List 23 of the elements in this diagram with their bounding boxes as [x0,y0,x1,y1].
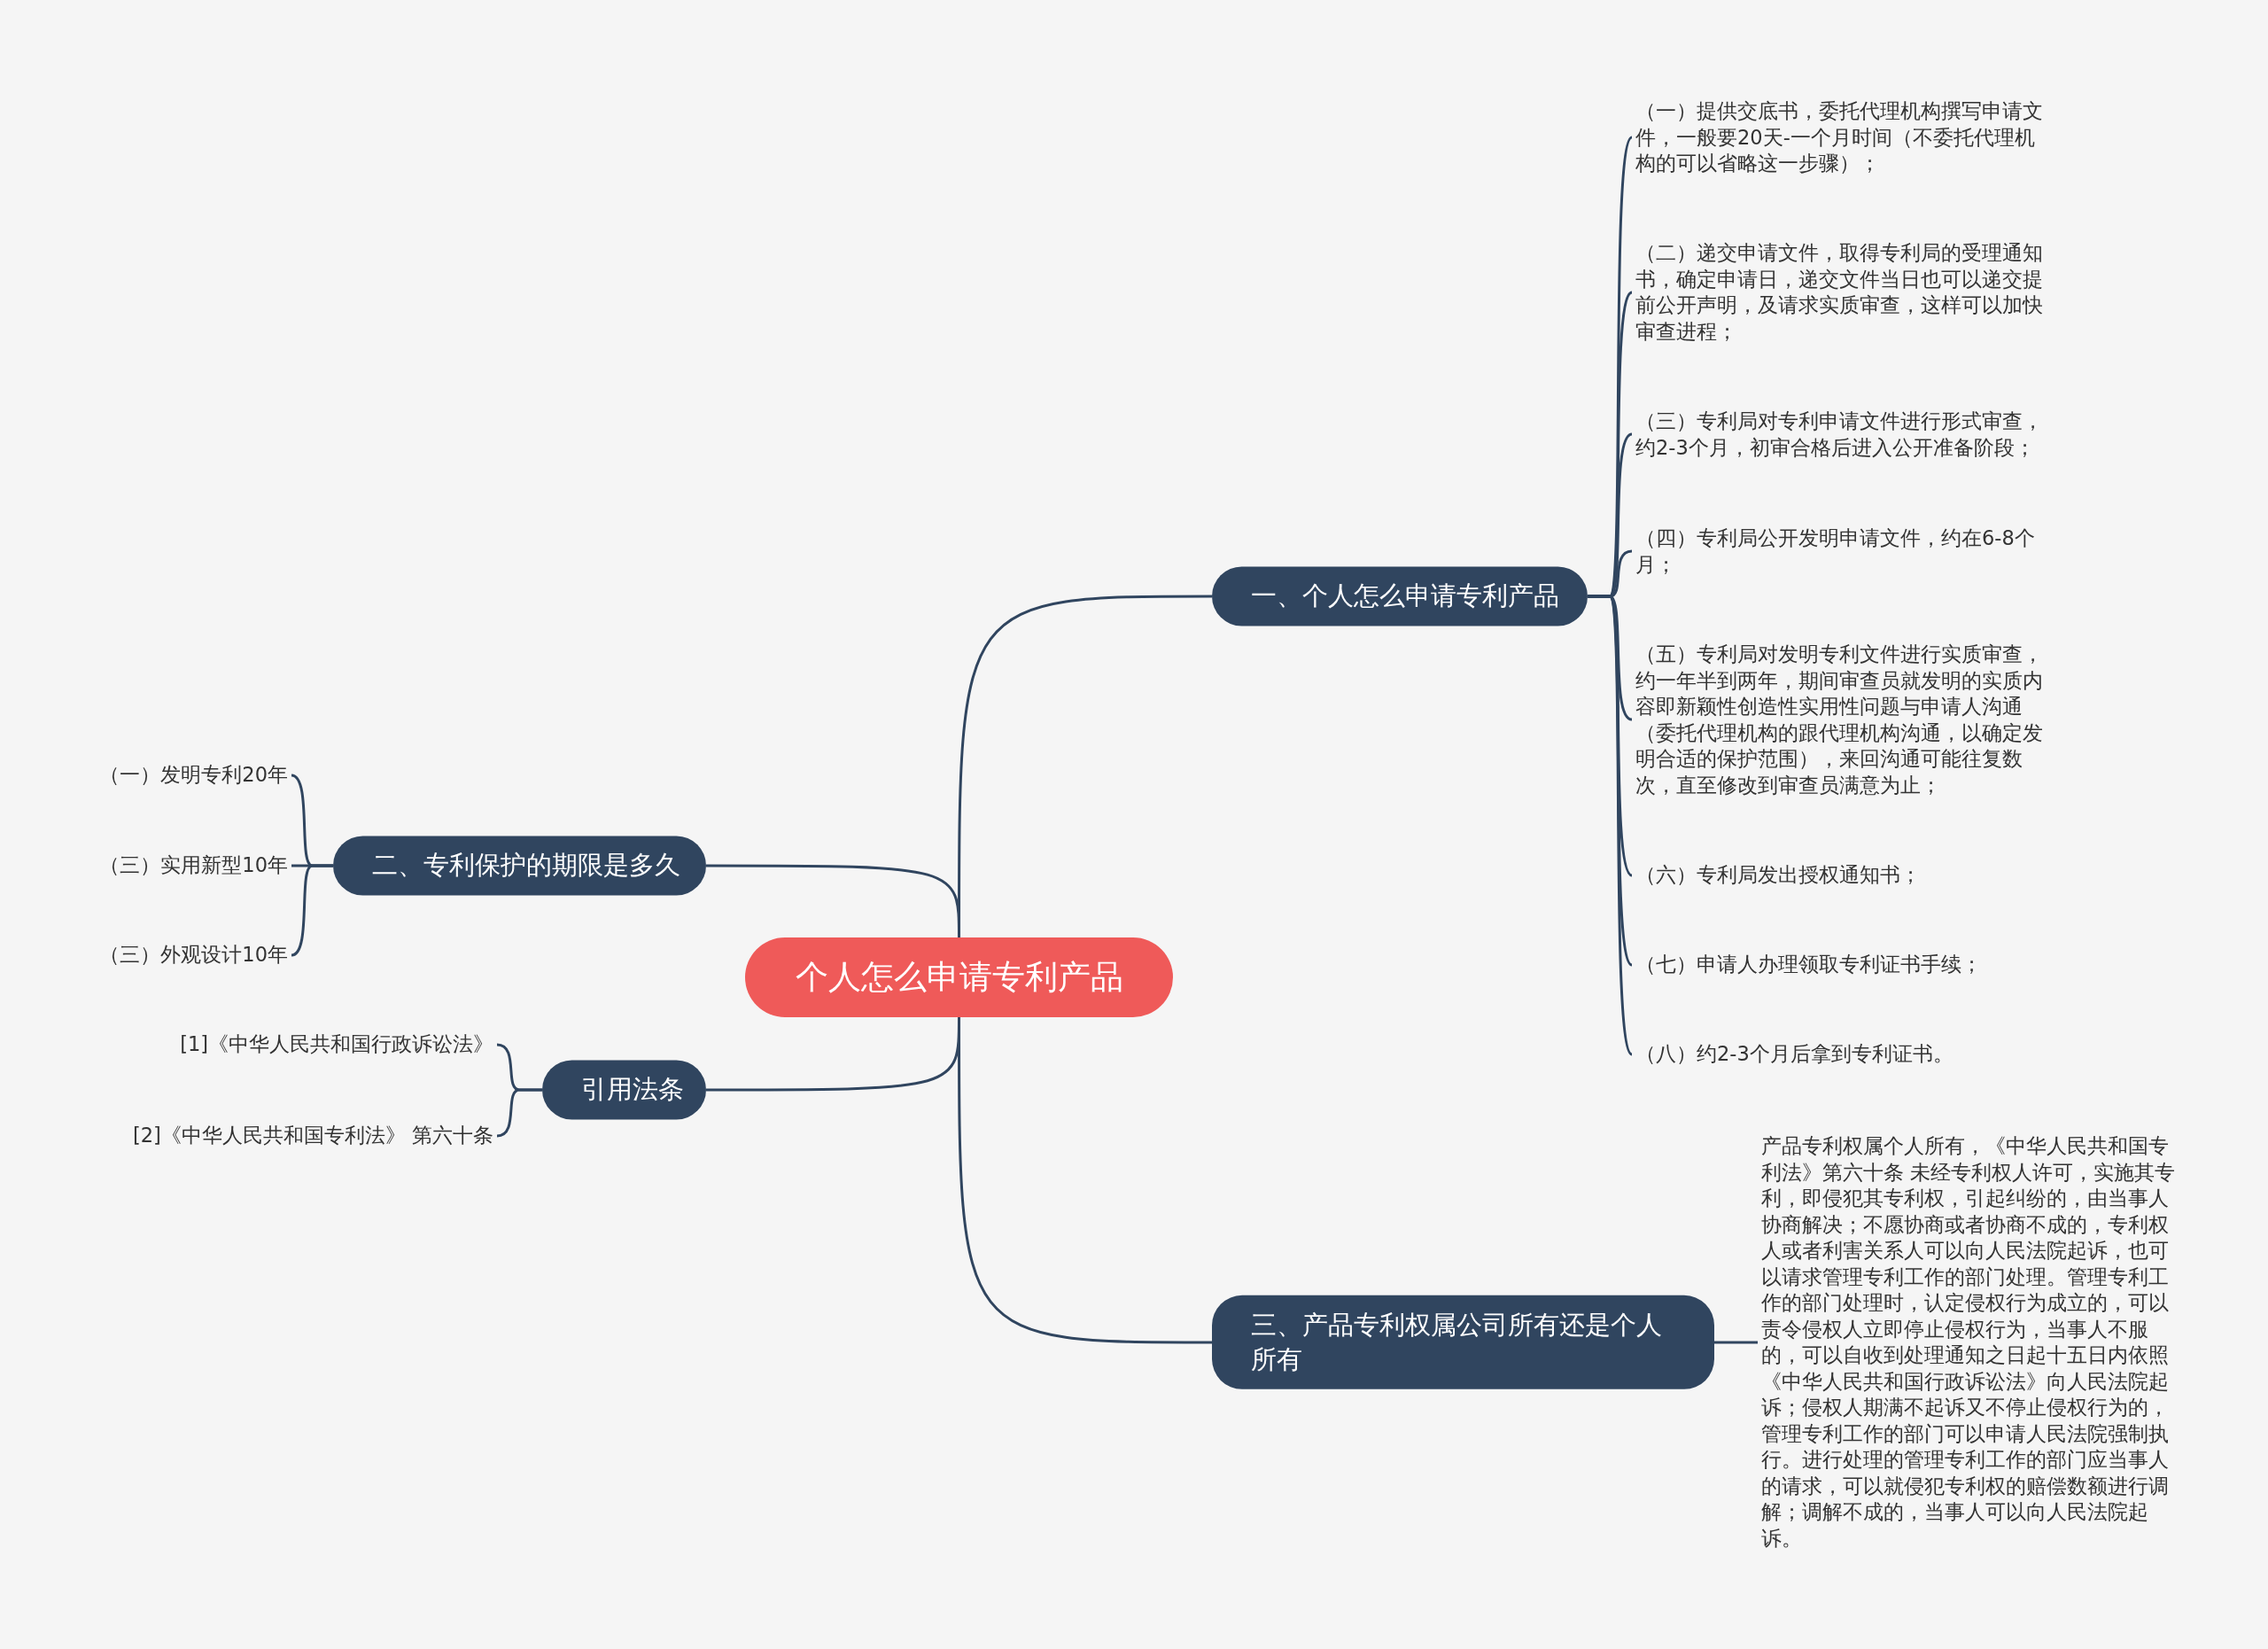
leaf-text: （三）外观设计10年 [99,942,288,968]
leaf-text: （八）约2-3个月后拿到专利证书。 [1635,1041,2052,1068]
connector-line [496,1088,542,1138]
leaf-text: （五）专利局对发明专利文件进行实质审查，约一年半到两年，期间审查员就发明的实质内容即新颖性创造性实用性问题与申请人沟通（委托代理机构的跟代理机构沟通，以确定发明合适的保护范围），来回沟通可能往复数次，直至修改到审查员满意为止； [1635,641,2052,798]
central-topic: 个人怎么申请专利产品 [745,937,1173,1017]
topic-box: 二、专利保护的期限是多久 [333,836,706,896]
leaf-text: （三）专利局对专利申请文件进行形式审查，约2-3个月，初审合格后进入公开准备阶段； [1635,408,2052,461]
leaf-text: 产品专利权属个人所有，《中华人民共和国专利法》第六十条 未经专利权人许可，实施其专利，即侵犯其专利权，引起纠纷的，由当事人协商解决；不愿协商或者协商不成的，专利权人或者利害关系人可以向人民法院起诉，也可以请求管理专利工作的部门处理。管理专利工作的部门处理时，认定侵权行为成立的，可以责令侵权人立即停止侵权行为，当事人不服的，可以自收到处理通知之日起十五日内依照《中华人民共和国行政诉讼法》向人民法院起诉；侵权人期满不起诉又不停止侵权行为的，管理专利工作的部门可以申请人民法院强制执行。进行处理的管理专利工作的部门应当事人的请求，可以就侵犯专利权的赔偿数额进行调解；调解不成的，当事人可以向人民法院起诉。 [1761,1133,2181,1552]
leaf-text: [1]《中华人民共和国行政诉讼法》 [180,1031,493,1058]
leaf-text: （三）实用新型10年 [99,852,288,879]
topic-box: 引用法条 [542,1060,706,1120]
leaf-text: （一）提供交底书，委托代理机构撰写申请文件，一般要20天-一个月时间（不委托代理机构的可以省略这一步骤）； [1635,97,2052,177]
leaf-text: （四）专利局公开发明申请文件，约在6-8个月； [1635,525,2052,578]
connector-line [1714,1341,1758,1344]
leaf-text: （六）专利局发出授权通知书； [1635,862,2052,889]
topic-box: 三、产品专利权属公司所有还是个人所有 [1212,1295,1714,1390]
leaf-text: （二）递交申请文件，取得专利局的受理通知书，确定申请日，递交文件当日也可以递交提前公开声明，及请求实质审查，这样可以加快审查进程； [1635,240,2052,345]
leaf-text: （一）发明专利20年 [99,762,288,789]
leaf-text: （七）申请人办理领取专利证书手续； [1635,952,2052,978]
connector-line [291,864,333,957]
connector-line [706,864,960,937]
leaf-text: [2]《中华人民共和国专利法》 第六十条 [132,1123,493,1149]
topic-box: 一、个人怎么申请专利产品 [1212,566,1588,626]
